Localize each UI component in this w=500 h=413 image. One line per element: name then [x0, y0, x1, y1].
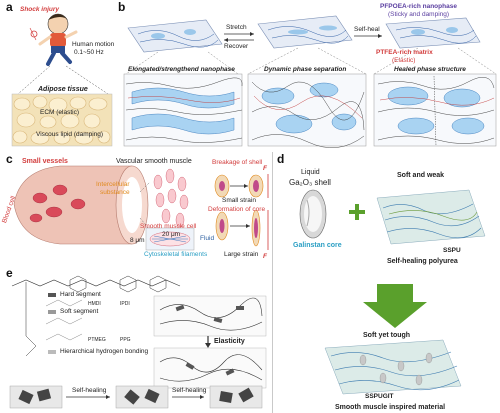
ptfea-label-1: PTFEA-rich matrix	[376, 49, 433, 56]
runner-illustration	[11, 13, 113, 147]
viscous-label: Viscous lipid (damping)	[36, 131, 104, 138]
pfpoea-label-2: (Sticky and damping)	[388, 11, 450, 18]
panel-label-e: e	[6, 266, 13, 280]
liquid-label: Liquid	[301, 169, 320, 176]
sspu-label: SSPU	[443, 247, 461, 254]
hbond-label: Hierarchical hydrogen bonding	[60, 348, 149, 355]
small-vessels-label: Small vessels	[22, 158, 68, 165]
breakage-label: Breakage of shell	[212, 159, 263, 166]
pfpoea-label-1: PFPOEA-rich nanophase	[380, 3, 457, 10]
selfheal-label: Self-heal	[354, 26, 380, 33]
mol3-label: PTMEG	[88, 337, 106, 343]
ptfea-label-2: (Elastic)	[392, 57, 416, 64]
mol4-label: PPG	[120, 337, 131, 343]
panel-b: b	[118, 0, 500, 150]
selfheal-label-2: Self-healing	[172, 387, 207, 394]
shpu-label: Self-healing polyurea	[387, 258, 458, 265]
force-label-top: F	[263, 165, 267, 172]
vessel-illustration	[13, 165, 269, 251]
smooth-muscle-label: Smooth muscle inspired material	[335, 404, 446, 411]
intercellular-label-1: Intercellular	[96, 181, 130, 188]
panel-label-b: b	[118, 0, 126, 14]
phase-diagram	[123, 15, 497, 148]
recover-label: Recover	[224, 43, 249, 50]
panel-e: e	[0, 266, 272, 413]
small-strain-label: Small strain	[222, 197, 256, 204]
adipose-tissue-title: Adipose tissue	[38, 86, 88, 93]
shock-injury-text: Shock injury	[20, 6, 60, 13]
fluid-label: Fluid	[200, 235, 215, 242]
deformation-label: Deformation of core	[208, 206, 266, 213]
um20-label: 20 μm	[162, 231, 181, 238]
ecm-label: ECM (elastic)	[40, 109, 80, 116]
um8-label: 8 μm	[130, 237, 145, 244]
elasticity-label: Elasticity	[214, 338, 245, 345]
caption-dynamic: Dynamic phase separation	[264, 66, 347, 73]
galinstan-diagram	[299, 189, 486, 395]
cytoskeletal-label: Cytoskeletal filaments	[144, 251, 208, 258]
hard-segment-label: Hard segment	[60, 291, 101, 298]
motion-text-2: 0.1~50 Hz	[74, 49, 104, 56]
smc-label: Smooth muscle cell	[140, 223, 197, 230]
caption-healed: Healed phase structure	[394, 66, 466, 73]
panel-a: a Shock injury Human motion 0.1~50 Hz Ad…	[0, 0, 118, 150]
intercellular-label-2: substance	[100, 189, 130, 196]
force-label-bottom: F	[263, 253, 267, 260]
caption-elongated: Elongated/strengthend nanophase	[128, 66, 235, 73]
ga2o3-label: Ga₂O₃ shell	[289, 178, 331, 187]
sample-tile	[219, 391, 233, 403]
mol2-label: IPDI	[120, 301, 130, 307]
panel-d: d Liquid Ga₂O₃ shell	[272, 152, 500, 413]
soft-tough-label: Soft yet tough	[363, 332, 411, 339]
stretch-label: Stretch	[226, 24, 247, 31]
selfheal-label-1: Self-healing	[72, 387, 107, 394]
galinstan-label: Galinstan core	[293, 242, 342, 249]
motion-text-1: Human motion	[72, 41, 115, 48]
panel-c: c Small ve	[0, 152, 272, 264]
panel-label-c: c	[6, 152, 13, 166]
panel-label-a: a	[6, 0, 13, 14]
mol1-label: HMDI	[88, 301, 101, 307]
vsm-label: Vascular smooth muscle	[116, 158, 192, 165]
soft-segment-label: Soft segment	[60, 308, 99, 315]
large-strain-label: Large strain	[224, 251, 259, 258]
panel-label-d: d	[277, 152, 285, 166]
sspugit-label: SSPUGIT	[365, 393, 394, 400]
soft-weak-label: Soft and weak	[397, 172, 445, 179]
